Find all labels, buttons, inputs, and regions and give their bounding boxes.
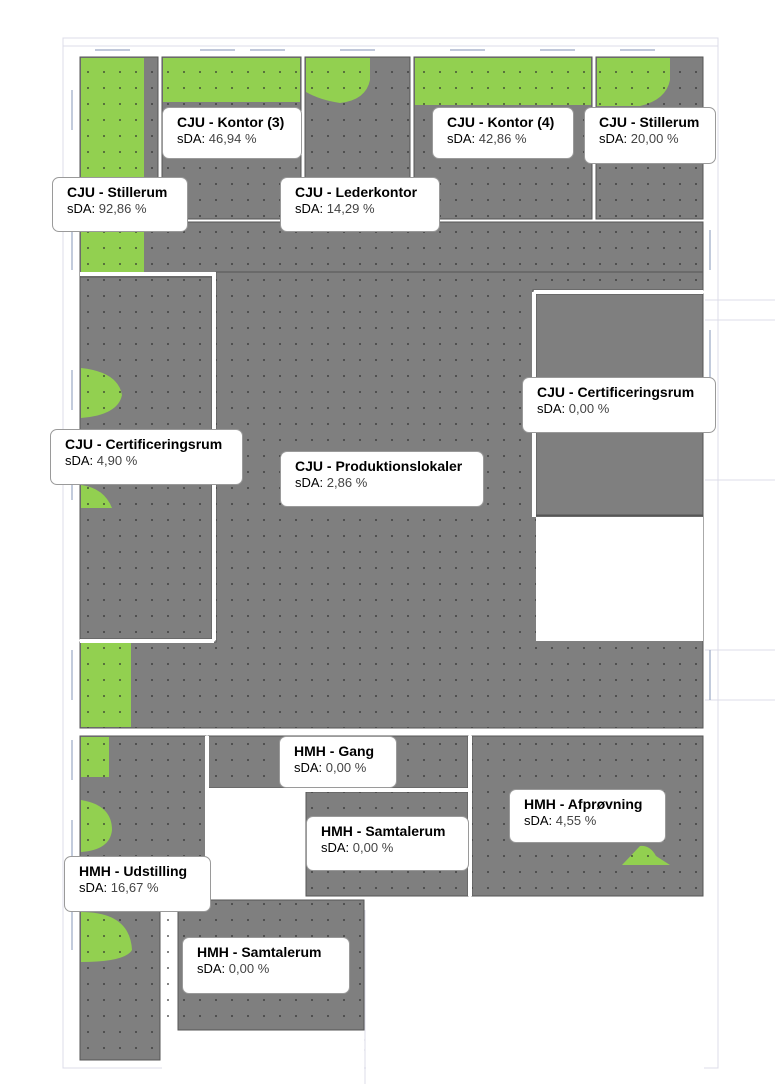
room-name: CJU - Certificeringsrum bbox=[537, 384, 695, 400]
room-name: CJU - Certificeringsrum bbox=[65, 436, 223, 452]
room-label-stillerum-west: CJU - Stillerum sDA: 92,86 % bbox=[52, 177, 188, 232]
room-name: HMH - Afprøvning bbox=[524, 796, 643, 812]
room-label-hmh-samtalerum-1: HMH - Samtalerum sDA: 0,00 % bbox=[306, 816, 469, 871]
room-name: HMH - Udstilling bbox=[79, 863, 188, 879]
room-sda: sDA: 4,90 % bbox=[65, 452, 138, 468]
room-sda: sDA: 92,86 % bbox=[67, 200, 147, 216]
room-label-lederkontor: CJU - Lederkontor sDA: 14,29 % bbox=[280, 177, 440, 232]
window-marks bbox=[71, 49, 711, 950]
room-sda: sDA: 2,86 % bbox=[295, 474, 368, 490]
room-sda: sDA: 0,00 % bbox=[537, 400, 610, 416]
room-label-hmh-gang: HMH - Gang sDA: 0,00 % bbox=[279, 736, 397, 788]
room-name: CJU - Stillerum bbox=[599, 114, 700, 130]
room-name: HMH - Gang bbox=[294, 743, 375, 759]
room-sda: sDA: 4,55 % bbox=[524, 812, 597, 828]
room-name: CJU - Produktionslokaler bbox=[295, 458, 463, 474]
room-sda: sDA: 16,67 % bbox=[79, 879, 159, 895]
room-sda: sDA: 0,00 % bbox=[321, 839, 394, 855]
room-label-kontor-3: CJU - Kontor (3) sDA: 46,94 % bbox=[162, 107, 302, 159]
room-label-produktionslokaler: CJU - Produktionslokaler sDA: 2,86 % bbox=[280, 451, 484, 507]
room-label-kontor-4: CJU - Kontor (4) sDA: 42,86 % bbox=[432, 107, 574, 159]
room-sda: sDA: 46,94 % bbox=[177, 130, 257, 146]
room-label-hmh-udstilling: HMH - Udstilling sDA: 16,67 % bbox=[64, 856, 211, 912]
room-name: CJU - Kontor (3) bbox=[177, 114, 285, 130]
room-name: CJU - Stillerum bbox=[67, 184, 168, 200]
room-label-hmh-samtalerum-2: HMH - Samtalerum sDA: 0,00 % bbox=[182, 937, 350, 994]
room-sda: sDA: 14,29 % bbox=[295, 200, 375, 216]
room-sda: sDA: 20,00 % bbox=[599, 130, 679, 146]
room-label-hmh-afproevning: HMH - Afprøvning sDA: 4,55 % bbox=[509, 789, 666, 843]
room-sda: sDA: 0,00 % bbox=[294, 759, 367, 775]
room-label-stillerum-east: CJU - Stillerum sDA: 20,00 % bbox=[584, 107, 716, 164]
room-name: HMH - Samtalerum bbox=[321, 823, 446, 839]
room-label-certificering-east: CJU - Certificeringsrum sDA: 0,00 % bbox=[522, 377, 716, 433]
room-sda: sDA: 0,00 % bbox=[197, 960, 270, 976]
room-sda: sDA: 42,86 % bbox=[447, 130, 527, 146]
room-name: CJU - Kontor (4) bbox=[447, 114, 555, 130]
walls bbox=[80, 272, 703, 900]
room-name: HMH - Samtalerum bbox=[197, 944, 322, 960]
room-label-certificering-west: CJU - Certificeringsrum sDA: 4,90 % bbox=[50, 429, 243, 485]
voids bbox=[162, 517, 704, 1084]
room-name: CJU - Lederkontor bbox=[295, 184, 418, 200]
